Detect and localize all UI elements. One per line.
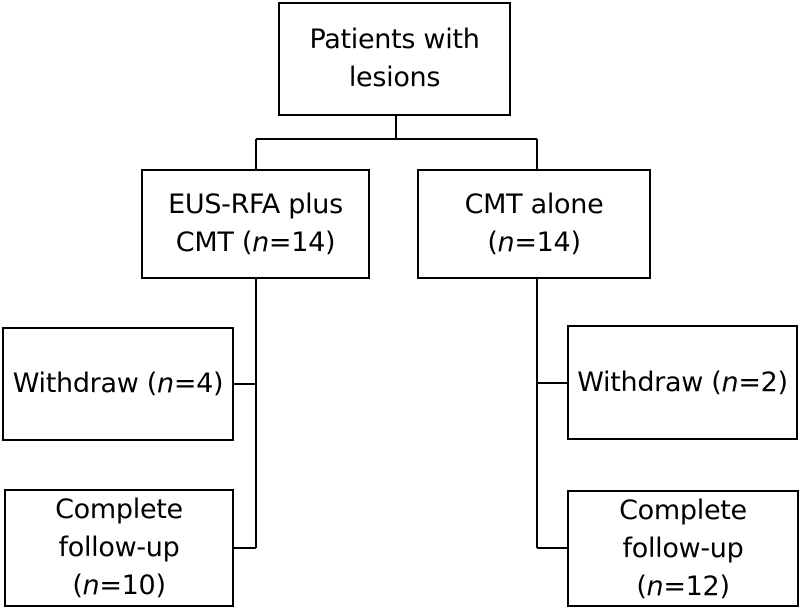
- left-group-prefix: CMT (: [175, 227, 253, 258]
- left-group-line-2: CMT (n=14): [175, 224, 336, 262]
- right-complete-prefix: (: [636, 570, 647, 602]
- right-withdraw-prefix: Withdraw (: [577, 366, 722, 398]
- root-line-2: lesions: [348, 62, 441, 93]
- left-withdraw-n-symbol: n: [157, 368, 174, 399]
- right-group-box: CMT alone (n=14): [417, 169, 651, 279]
- right-complete-line-3: (n=12): [636, 568, 730, 606]
- right-complete-line-1: Complete: [619, 494, 747, 526]
- right-withdraw-line: Withdraw (n=2): [577, 364, 788, 402]
- left-withdraw-prefix: Withdraw (: [12, 368, 158, 399]
- right-complete-line-2: follow-up: [622, 532, 744, 564]
- right-complete-count: =12): [663, 570, 730, 602]
- right-group-line-1: CMT alone: [464, 189, 604, 220]
- left-withdraw-box: Withdraw (n=4): [2, 327, 234, 441]
- left-group-n-symbol: n: [252, 227, 269, 258]
- left-complete-count: =10): [99, 570, 166, 601]
- right-group-line-2: (n=14): [487, 224, 581, 262]
- left-withdraw-line: Withdraw (n=4): [13, 365, 224, 403]
- left-group-count: =14): [268, 227, 336, 258]
- left-group-line-1: EUS-RFA plus: [168, 189, 343, 220]
- right-group-count: =14): [514, 227, 581, 258]
- left-complete-line-1: Complete: [55, 494, 183, 525]
- left-complete-box: Complete follow-up (n=10): [4, 489, 234, 607]
- right-complete-n-symbol: n: [646, 570, 664, 602]
- right-group-prefix: (: [487, 227, 498, 258]
- right-withdraw-box: Withdraw (n=2): [567, 325, 798, 440]
- right-group-n-symbol: n: [497, 227, 515, 258]
- root-line-1: Patients with: [309, 24, 480, 55]
- root-box: Patients with lesions: [278, 2, 511, 116]
- left-complete-n-symbol: n: [82, 570, 100, 601]
- left-group-box: EUS-RFA plus CMT (n=14): [141, 169, 370, 279]
- right-withdraw-count: =2): [738, 366, 788, 398]
- right-withdraw-n-symbol: n: [721, 366, 739, 398]
- left-complete-prefix: (: [72, 570, 83, 601]
- left-withdraw-count: =4): [173, 368, 224, 399]
- right-complete-box: Complete follow-up (n=12): [567, 490, 799, 607]
- left-complete-line-3: (n=10): [72, 567, 166, 605]
- left-complete-line-2: follow-up: [58, 532, 180, 563]
